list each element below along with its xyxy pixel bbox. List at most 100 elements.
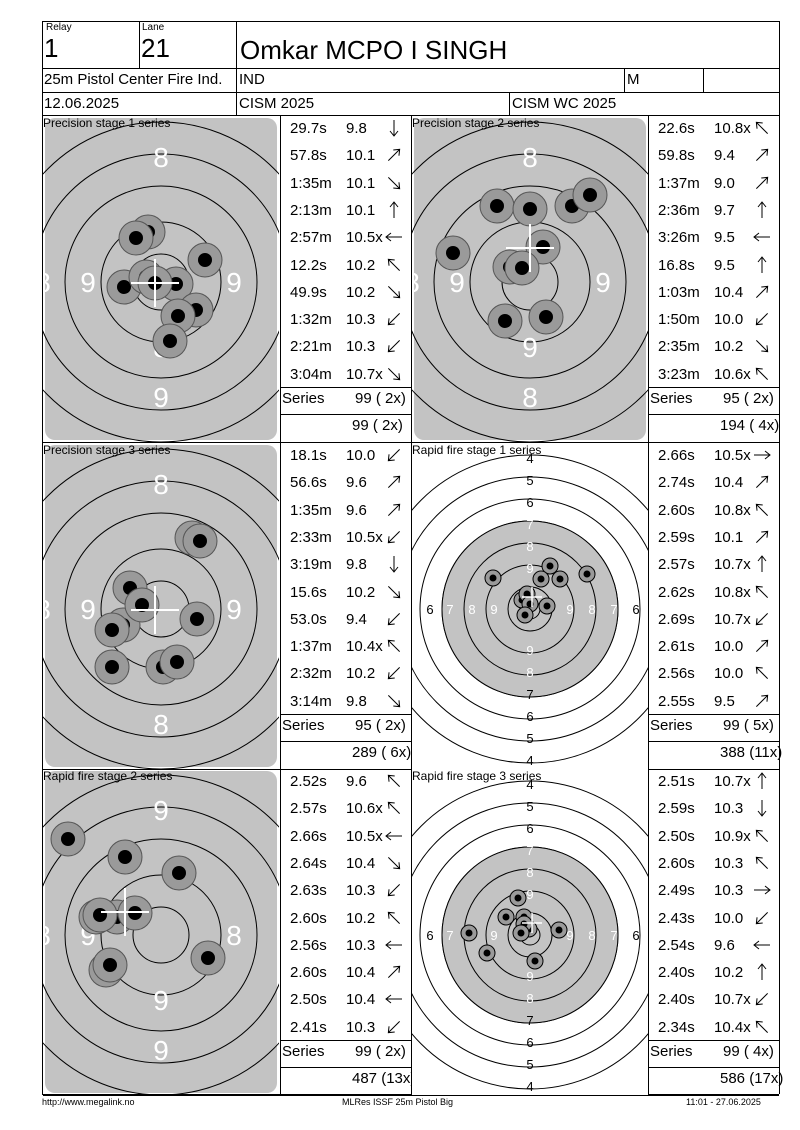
shot-score: 10.7x — [346, 365, 383, 383]
ring-label: 8 — [43, 267, 51, 298]
series-score: 95 ( 2x) — [723, 390, 774, 407]
shot-score: 9.8 — [346, 120, 367, 137]
shot-time: 2.74s — [658, 474, 695, 492]
direction-arrow-icon — [755, 313, 769, 326]
grid-line — [280, 769, 281, 1095]
shot-score: 10.3 — [346, 882, 376, 900]
footer-url[interactable]: http://www.megalink.no — [42, 1097, 135, 1107]
running-total: 99 ( 2x) — [352, 417, 403, 434]
ring-label: 8 — [226, 920, 242, 951]
shot-hole — [484, 569, 502, 587]
shot-score: 10.3 — [714, 854, 744, 872]
ring-label: 4 — [526, 777, 533, 792]
shot-score: 10.3 — [714, 882, 744, 900]
shot-time: 12.2s — [290, 256, 327, 274]
shot-time: 2.59s — [658, 528, 695, 546]
shot-time: 3:19m — [290, 556, 332, 574]
grid-line — [648, 443, 649, 769]
shot-score: 10.2 — [346, 909, 376, 927]
target-3: 899888 — [43, 445, 279, 769]
shot-hole — [107, 839, 143, 875]
direction-arrow-icon — [753, 940, 770, 950]
shot-hole — [578, 565, 596, 583]
direction-arrow-icon — [387, 667, 401, 680]
shot-score: 10.2 — [346, 665, 376, 683]
direction-arrow-icon — [755, 176, 769, 189]
shot-time: 2.40s — [658, 991, 695, 1009]
direction-arrow-icon — [387, 612, 401, 626]
ring-label: 8 — [526, 539, 533, 554]
shot-score: 10.8x — [714, 583, 751, 601]
shot-time: 2.56s — [290, 936, 327, 954]
shot-time: 2:35m — [658, 338, 700, 356]
shot-hole — [551, 570, 569, 588]
footer-software: MLRes ISSF 25m Pistol Big — [342, 1097, 454, 1107]
direction-arrow-icon — [757, 772, 767, 789]
direction-arrow-icon — [755, 340, 769, 353]
grid-line — [648, 1067, 779, 1068]
shot-score: 9.5 — [714, 229, 735, 247]
direction-arrow-icon — [755, 585, 769, 598]
grid-line — [648, 714, 779, 715]
series-label: Series — [282, 390, 325, 407]
direction-arrow-icon — [387, 448, 401, 462]
direction-arrow-icon — [755, 1020, 769, 1033]
shot-score: 9.6 — [346, 773, 367, 790]
ring-label: 8 — [153, 142, 169, 173]
shot-time: 2.63s — [290, 882, 327, 900]
shot-hole — [538, 597, 556, 615]
direction-arrow-icon — [387, 856, 401, 870]
ring-label: 5 — [526, 473, 533, 488]
direction-arrow-icon — [755, 639, 769, 653]
direction-arrow-icon — [389, 201, 399, 218]
shot-time: 2:32m — [290, 665, 332, 683]
shot-time: 3:23m — [658, 365, 700, 383]
shot-score: 9.6 — [346, 474, 367, 492]
grid-line — [648, 741, 779, 742]
shot-hole — [550, 921, 568, 939]
event-name: 25m Pistol Center Fire Ind. — [44, 71, 223, 88]
shot-score: 9.4 — [346, 610, 367, 628]
ring-label: 8 — [43, 594, 51, 625]
direction-arrow-icon — [755, 612, 769, 626]
shot-time: 2.43s — [658, 909, 695, 927]
direction-arrow-icon — [755, 149, 769, 162]
ring-label: 5 — [526, 1057, 533, 1072]
series-score: 99 ( 5x) — [723, 717, 774, 734]
shot-time: 2.52s — [290, 773, 327, 790]
direction-arrow-icon — [754, 450, 771, 460]
ring-label: 8 — [153, 709, 169, 740]
shot-hole — [435, 235, 471, 271]
series-title: Rapid fire stage 2 series — [43, 769, 173, 783]
grid-line — [43, 1095, 779, 1096]
shot-time: 2.60s — [658, 501, 695, 519]
ring-label: 9 — [449, 267, 465, 298]
direction-arrow-icon — [387, 884, 401, 897]
shot-score: 10.3 — [714, 800, 744, 818]
shot-time: 2.64s — [290, 854, 327, 872]
direction-arrow-icon — [755, 530, 769, 543]
direction-arrow-icon — [754, 885, 771, 895]
direction-arrow-icon — [755, 367, 769, 380]
direction-arrow-icon — [387, 340, 401, 353]
shot-hole — [460, 924, 478, 942]
shot-time: 2.56s — [658, 665, 695, 683]
shot-hole — [118, 220, 154, 256]
shot-hole — [512, 924, 530, 942]
shot-score: 9.4 — [714, 147, 735, 165]
